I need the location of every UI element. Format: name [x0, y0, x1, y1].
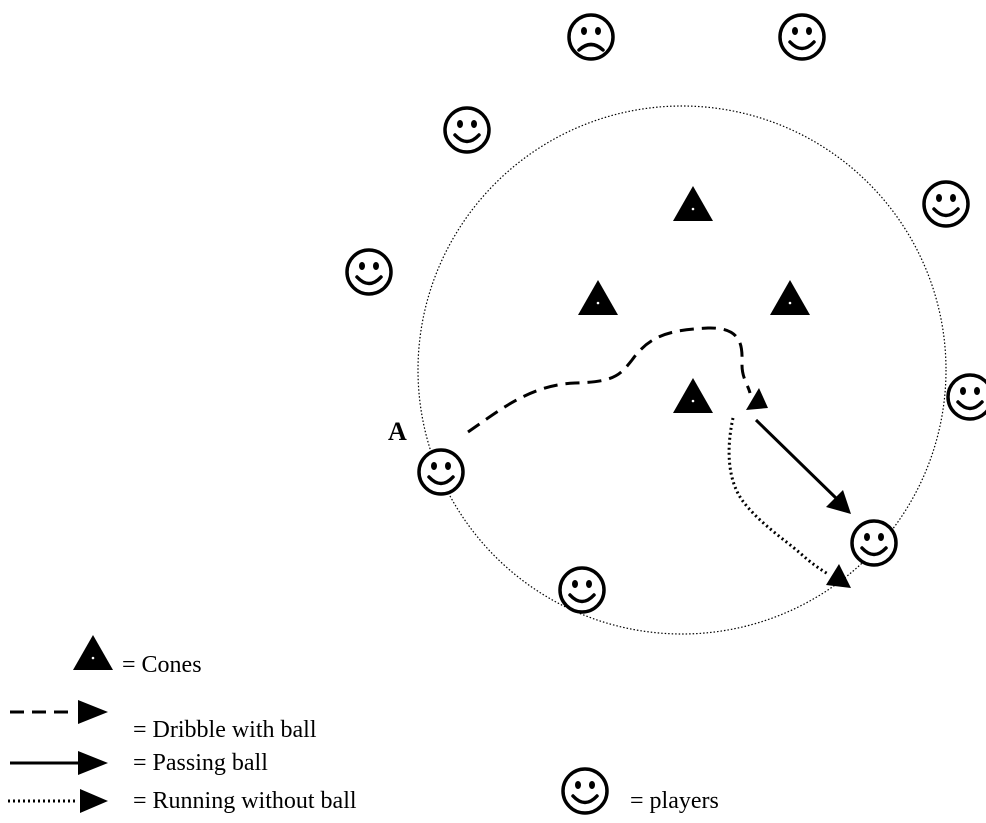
legend-cones-label: = Cones: [122, 652, 202, 678]
legend-player-icon: [561, 767, 609, 815]
cone-icon: [673, 186, 713, 221]
player-icon: [345, 248, 393, 296]
legend-cone-icon: [73, 635, 113, 670]
legend-passing-arrowhead-icon: [78, 751, 108, 775]
legend-dribble-arrowhead-icon: [78, 700, 108, 724]
player-icon: [946, 373, 986, 421]
player-icon: [922, 180, 970, 228]
cone-icon: [578, 280, 618, 315]
legend-running-arrowhead-icon: [80, 789, 108, 813]
legend-passing-label: = Passing ball: [133, 750, 268, 776]
pass-line: [754, 418, 840, 502]
cone-icon: [770, 280, 810, 315]
player-sad-icon: [567, 13, 615, 61]
running-path: [727, 417, 829, 576]
running-arrowhead-icon: [826, 564, 851, 588]
cone-icon: [673, 378, 713, 413]
player-icon: [778, 13, 826, 61]
dribble-arrowhead-icon: [746, 388, 768, 410]
player-icon: [558, 566, 606, 614]
player-icon: [850, 519, 898, 567]
player-marker-a: A: [388, 417, 407, 446]
legend-dribble-label: = Dribble with ball: [133, 717, 317, 743]
player-a-icon: [417, 448, 465, 496]
player-icon: [443, 106, 491, 154]
legend-players-label: = players: [630, 788, 719, 814]
legend-running-label: = Running without ball: [133, 788, 357, 814]
pass-arrowhead-icon: [826, 490, 851, 514]
field-circle: [417, 105, 947, 635]
dribble-path: [467, 326, 752, 434]
